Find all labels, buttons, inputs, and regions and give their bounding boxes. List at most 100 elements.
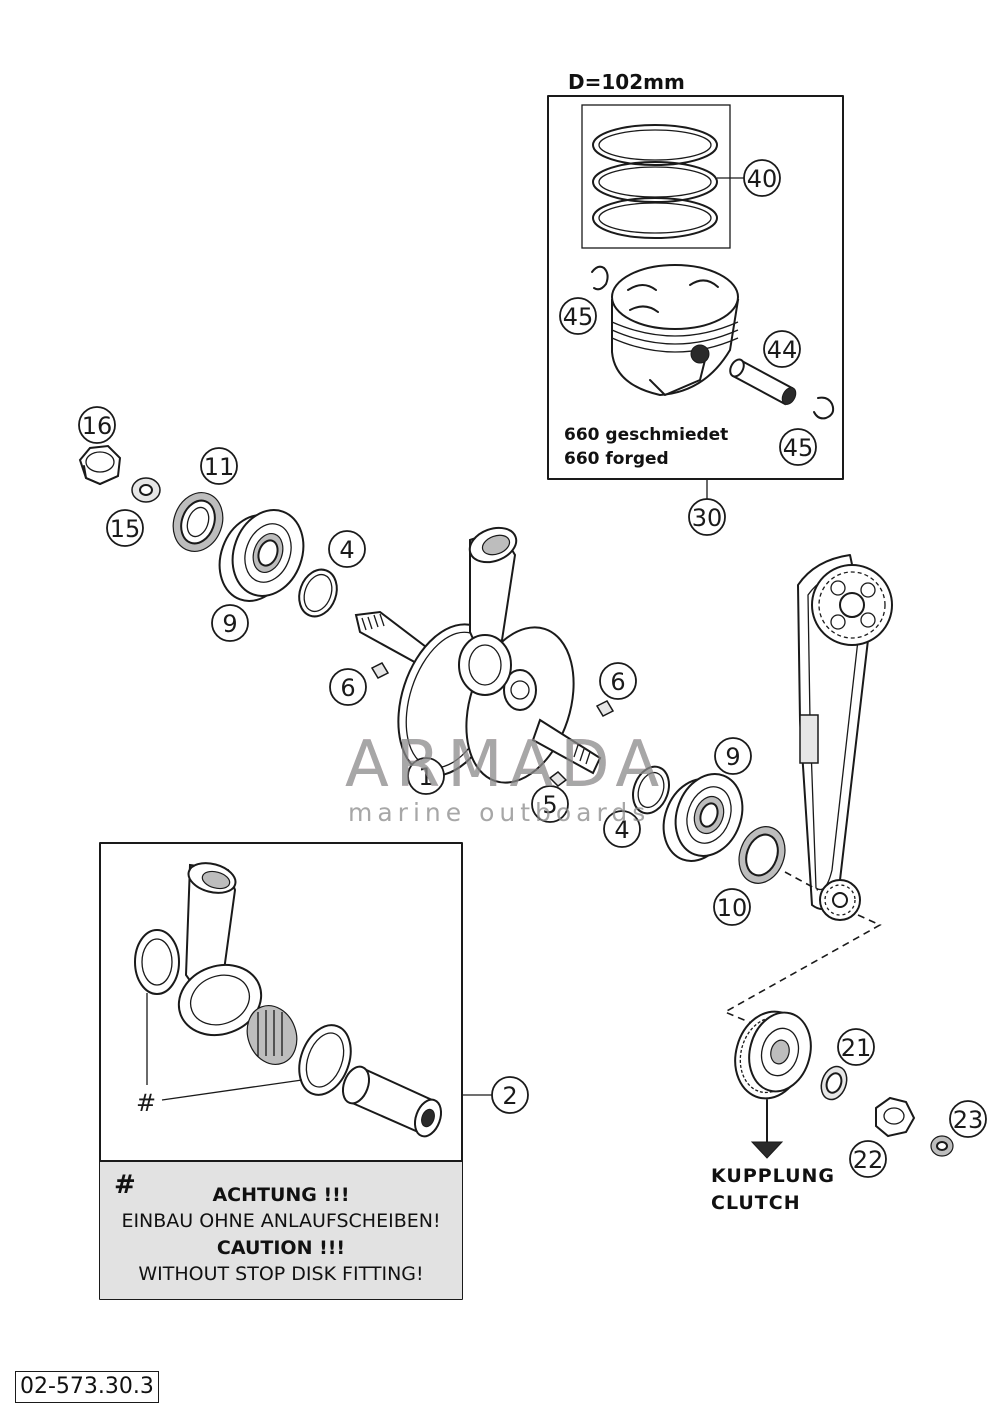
bearing-left-drawing (218, 509, 305, 602)
piston-drawing (611, 264, 740, 397)
piston-pin-drawing (729, 358, 797, 406)
callout-circle (211, 604, 249, 642)
callout-piston-pin: 44 (763, 330, 801, 368)
piston-diameter-label: D=102mm (568, 70, 685, 94)
callout-number: 44 (767, 336, 798, 364)
callout-number: 16 (82, 412, 113, 440)
woodruff-key-right-drawing (595, 700, 615, 717)
callout-conrod-kit: 2 (491, 1076, 529, 1114)
cam-sprocket-drawing (811, 564, 893, 646)
callout-nut: 22 (849, 1140, 887, 1178)
piston-forged-label-en: 660 forged (564, 449, 669, 469)
callout-number: 4 (339, 536, 354, 564)
callout-circlip-upper: 45 (559, 297, 597, 335)
callout-circle (837, 1028, 875, 1066)
callout-circle (599, 662, 637, 700)
callout-key: 5 (531, 785, 569, 823)
callout-circle (328, 530, 366, 568)
callout-lock-washer: 21 (837, 1028, 875, 1066)
callout-number: 45 (783, 434, 814, 462)
callout-shim-left: 4 (328, 530, 366, 568)
caution-hash-marker: # (114, 1170, 136, 1200)
caution-text-en: WITHOUT STOP DISK FITTING! (138, 1263, 424, 1285)
callout-circle (559, 297, 597, 335)
conrod-hash-marker: # (136, 1089, 156, 1117)
callout-number: 23 (953, 1106, 984, 1134)
callout-shim-right: 4 (603, 810, 641, 848)
woodruff-key-left-drawing (370, 662, 390, 679)
callout-washer: 15 (106, 509, 144, 547)
callout-circle (763, 330, 801, 368)
callout-circle (78, 406, 116, 444)
washer-drawing (131, 477, 161, 503)
callout-number: 10 (717, 894, 748, 922)
callout-circle (491, 1076, 529, 1114)
callout-number: 22 (853, 1146, 884, 1174)
callout-piston-rings: 40 (743, 159, 781, 197)
callout-circle (531, 785, 569, 823)
callout-circle (949, 1100, 987, 1138)
gear-nut-drawing (875, 1096, 916, 1138)
key-drawing (548, 771, 568, 787)
shim-left-drawing (298, 568, 338, 618)
callout-circle (407, 757, 445, 795)
callout-number: 15 (110, 515, 141, 543)
piston-rings-drawing (592, 124, 718, 239)
callout-number: 30 (692, 504, 723, 532)
clutch-arrow-head (750, 1141, 784, 1159)
callout-number: 9 (725, 743, 740, 771)
caution-text-de: EINBAU OHNE ANLAUFSCHEIBEN! (121, 1210, 441, 1232)
crankshaft-drawing (354, 526, 602, 784)
watermark-brand: ARMADA (345, 728, 667, 802)
callout-small-nut: 23 (949, 1100, 987, 1138)
conrod-kit-drawing (134, 862, 443, 1138)
callout-bearing-right: 9 (714, 737, 752, 775)
callout-number: 4 (614, 816, 629, 844)
callout-circle (713, 888, 751, 926)
callout-number: 11 (204, 453, 235, 481)
lock-washer-drawing (820, 1065, 848, 1101)
callout-number: 6 (340, 674, 355, 702)
callout-number: 21 (841, 1034, 872, 1062)
callout-number: 5 (542, 791, 557, 819)
callout-circle (329, 668, 367, 706)
callout-woodruff-key-right: 6 (599, 662, 637, 700)
callout-number: 1 (418, 763, 433, 791)
clutch-label-de: KUPPLUNG (711, 1165, 836, 1187)
callout-number: 9 (222, 610, 237, 638)
watermark-subtitle: marine outboards (348, 798, 651, 827)
callout-number: 45 (563, 303, 594, 331)
callout-circle (714, 737, 752, 775)
callout-bearing-left: 9 (211, 604, 249, 642)
ring-set-frame (581, 104, 731, 249)
callout-circle (200, 447, 238, 485)
piston-kit-frame (547, 95, 844, 480)
callout-circle (743, 159, 781, 197)
piston-forged-label-de: 660 geschmiedet (564, 425, 729, 445)
circlip-upper-drawing (591, 265, 609, 291)
conrod-kit-frame (99, 842, 463, 1300)
callout-woodruff-key-left: 6 (329, 668, 367, 706)
callout-shaft-seal-left: 11 (200, 447, 238, 485)
hex-nut-drawing (78, 444, 122, 486)
shaft-seal-left-drawing (172, 492, 224, 552)
bearing-right-drawing (662, 773, 744, 862)
callout-number: 6 (610, 668, 625, 696)
callout-number: 2 (502, 1082, 517, 1110)
caution-panel (100, 1160, 462, 1299)
callout-number: 40 (747, 165, 778, 193)
callout-crankshaft: 1 (407, 757, 445, 795)
callout-circle (779, 428, 817, 466)
circlip-lower-drawing (813, 396, 835, 420)
callout-circle (849, 1140, 887, 1178)
callout-hex-nut: 16 (78, 406, 116, 444)
callout-circlip-lower: 45 (779, 428, 817, 466)
callout-piston-kit: 30 (688, 498, 726, 536)
document-number: 02-573.30.3 (15, 1371, 159, 1403)
caution-heading-en: CAUTION !!! (216, 1237, 346, 1259)
callout-circle (688, 498, 726, 536)
caution-heading-de: ACHTUNG !!! (212, 1184, 350, 1206)
hash-leader-diagonal (161, 1079, 303, 1101)
